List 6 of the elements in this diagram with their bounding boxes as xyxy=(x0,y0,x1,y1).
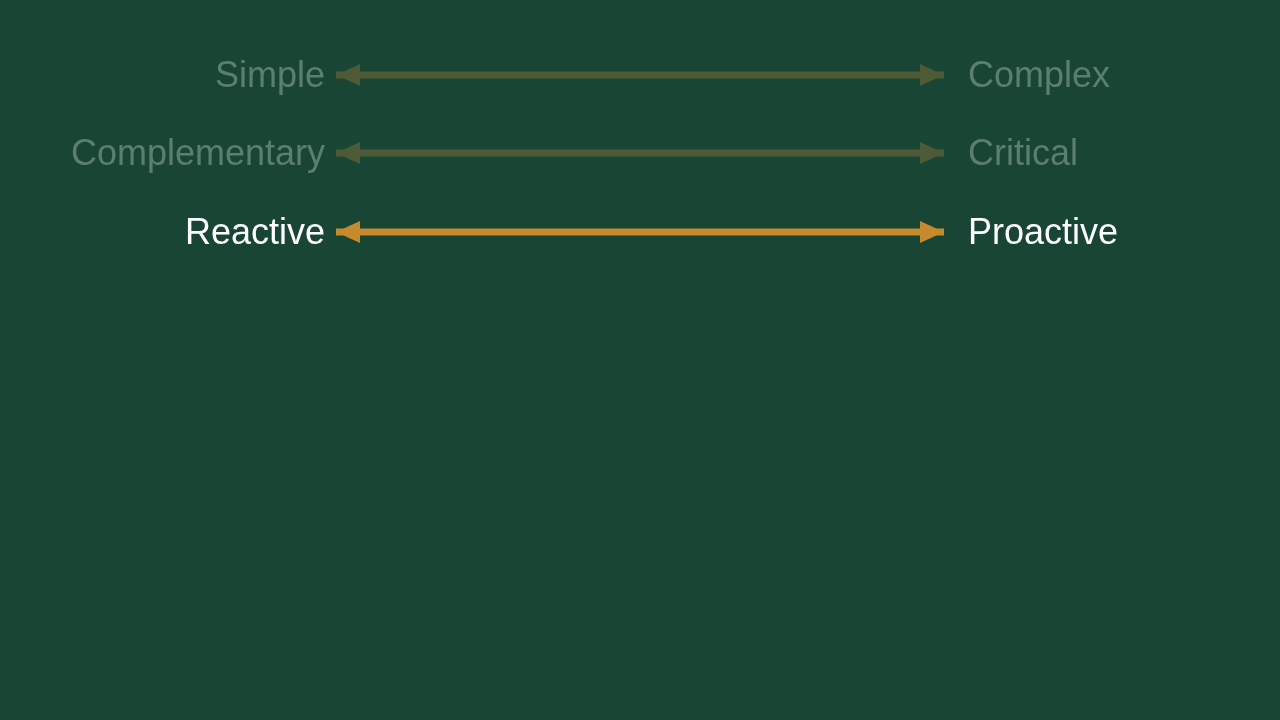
scale-label: Simple xyxy=(214,53,336,97)
scale-label: Reactive xyxy=(184,210,336,254)
scale-label: Complementary xyxy=(70,131,336,175)
scale-label: Complex xyxy=(944,53,1111,97)
scale-label: Proactive xyxy=(944,210,1119,254)
scale-label: Critical xyxy=(944,131,1078,175)
